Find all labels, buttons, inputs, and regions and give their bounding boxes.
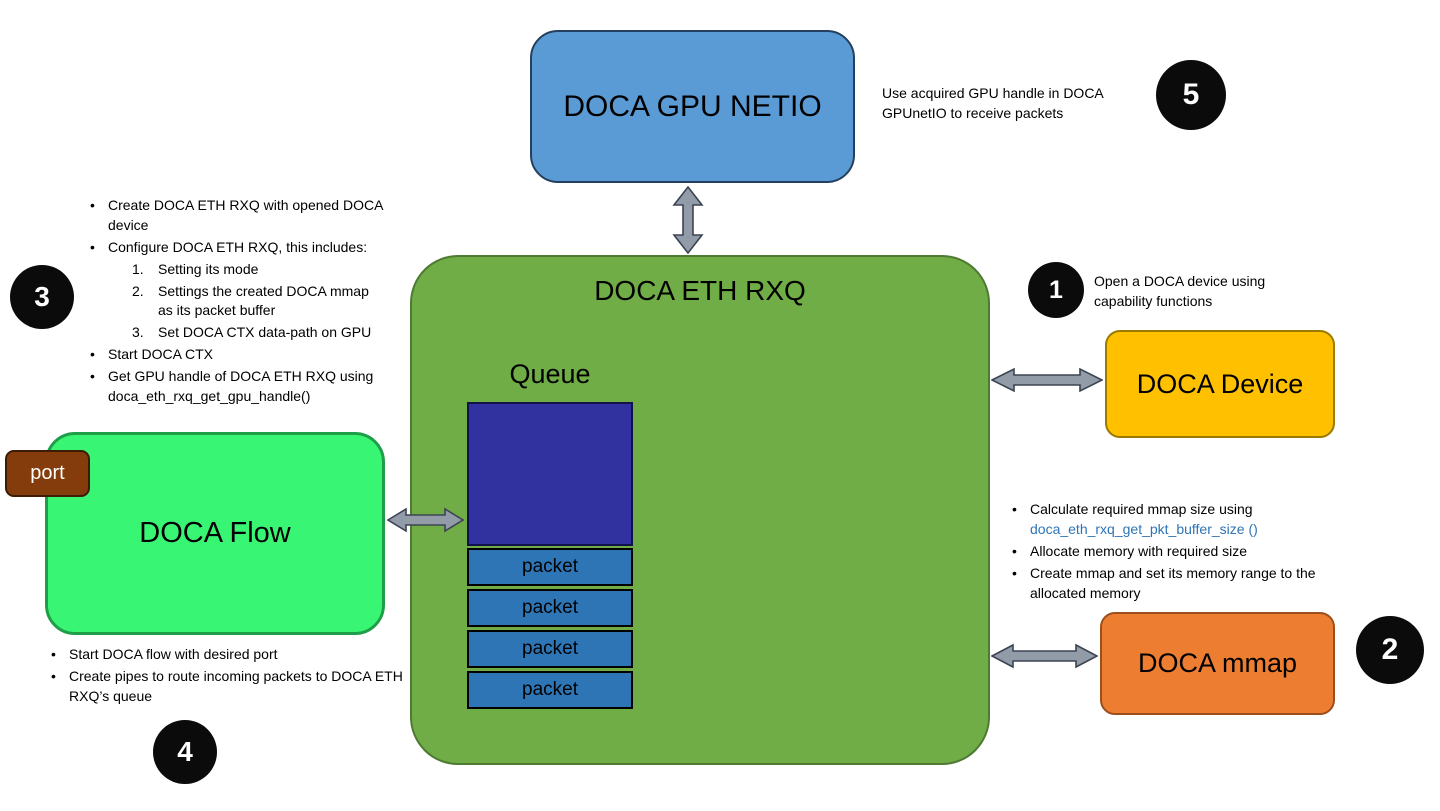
- arrow-rxq-device-icon: [991, 367, 1103, 393]
- step4-item-text: Create pipes to route incoming packets t…: [69, 667, 403, 704]
- step3-item: Create DOCA ETH RXQ with opened DOCA dev…: [86, 196, 386, 236]
- port-tag: port: [5, 450, 90, 497]
- packet-row: packet: [467, 630, 633, 668]
- step3-number: 3: [34, 281, 50, 312]
- step-badge-5: 5: [1156, 60, 1226, 130]
- step-badge-4: 4: [153, 720, 217, 784]
- packet-row: packet: [467, 589, 633, 627]
- step-badge-3: 3: [10, 265, 74, 329]
- step2-function-name: doca_eth_rxq_get_pkt_buffer_size (): [1030, 520, 1258, 537]
- step4-item-text: Start DOCA flow with desired port: [69, 646, 278, 662]
- step5-number: 5: [1182, 78, 1200, 111]
- step3-item-text: Get GPU handle of DOCA ETH RXQ using doc…: [108, 368, 374, 404]
- step3-notes: Create DOCA ETH RXQ with opened DOCA dev…: [86, 196, 386, 409]
- arrow-flow-rxq-icon: [387, 507, 464, 533]
- step3-item: Get GPU handle of DOCA ETH RXQ using doc…: [86, 367, 386, 407]
- step2-item: Calculate required mmap size using doca_…: [1008, 500, 1353, 540]
- step2-item-text: Create mmap and set its memory range to …: [1030, 564, 1316, 601]
- doca-mmap-box: DOCA mmap: [1100, 612, 1335, 715]
- step5-note: Use acquired GPU handle in DOCA GPUnetIO…: [882, 85, 1103, 121]
- step3-subitem-text: Settings the created DOCA mmap as its pa…: [158, 282, 369, 319]
- step1-note: Open a DOCA device using capability func…: [1094, 273, 1266, 309]
- packet-label: packet: [522, 597, 578, 618]
- step4-item: Create pipes to route incoming packets t…: [47, 667, 407, 707]
- queue-empty-block: [467, 402, 633, 546]
- doca-flow-label: DOCA Flow: [139, 517, 291, 549]
- step3-subitem-number: 2.: [132, 282, 144, 299]
- step4-number: 4: [177, 736, 193, 767]
- step3-subitem: 1. Setting its mode: [86, 260, 386, 280]
- doca-mmap-label: DOCA mmap: [1137, 648, 1298, 678]
- step-badge-1: 1: [1028, 262, 1084, 318]
- arrow-netio-rxq-icon: [672, 186, 704, 254]
- doca-device-label: DOCA Device: [1136, 368, 1304, 399]
- packet-label: packet: [522, 679, 578, 700]
- step2-item-text: Calculate required mmap size using: [1030, 501, 1253, 517]
- packet-row: packet: [467, 671, 633, 709]
- eth-rxq-box: DOCA ETH RXQ Queue packet packet packet …: [410, 255, 990, 765]
- step2-number: 2: [1381, 633, 1399, 666]
- step3-item-text: Create DOCA ETH RXQ with opened DOCA dev…: [108, 197, 383, 233]
- arrow-rxq-mmap-icon: [991, 643, 1098, 669]
- gpu-netio-label: DOCA GPU NETIO: [563, 89, 822, 123]
- queue-packets: packet packet packet packet: [467, 548, 633, 712]
- queue-label: Queue: [509, 359, 591, 389]
- packet-row: packet: [467, 548, 633, 586]
- step3-item: Start DOCA CTX: [86, 345, 386, 365]
- step3-item-text: Configure DOCA ETH RXQ, this includes:: [108, 238, 368, 255]
- step3-subitem-text: Setting its mode: [158, 260, 259, 277]
- doca-flow-box: DOCA Flow: [45, 432, 385, 635]
- eth-rxq-label: DOCA ETH RXQ: [594, 275, 806, 306]
- step3-subitem-number: 3.: [132, 324, 144, 341]
- step3-subitem-number: 1.: [132, 260, 144, 277]
- step4-notes: Start DOCA flow with desired port Create…: [47, 645, 407, 709]
- packet-label: packet: [522, 638, 578, 659]
- step2-item: Create mmap and set its memory range to …: [1008, 564, 1353, 604]
- step1-number: 1: [1049, 275, 1063, 304]
- step3-item-text: Start DOCA CTX: [108, 346, 214, 363]
- step2-item: Allocate memory with required size: [1008, 542, 1353, 562]
- step-badge-2: 2: [1356, 616, 1424, 684]
- step3-subitem: 3. Set DOCA CTX data-path on GPU: [86, 323, 386, 343]
- gpu-netio-box: DOCA GPU NETIO: [530, 30, 855, 183]
- step2-item-text: Allocate memory with required size: [1030, 542, 1248, 559]
- step3-subitem: 2. Settings the created DOCA mmap as its…: [86, 282, 386, 322]
- step3-item: Configure DOCA ETH RXQ, this includes:: [86, 238, 386, 258]
- step3-subitem-text: Set DOCA CTX data-path on GPU: [158, 324, 372, 341]
- step2-notes: Calculate required mmap size using doca_…: [1008, 500, 1353, 605]
- port-label: port: [30, 462, 65, 484]
- step4-item: Start DOCA flow with desired port: [47, 645, 407, 665]
- packet-label: packet: [522, 556, 578, 577]
- doca-device-box: DOCA Device: [1105, 330, 1335, 438]
